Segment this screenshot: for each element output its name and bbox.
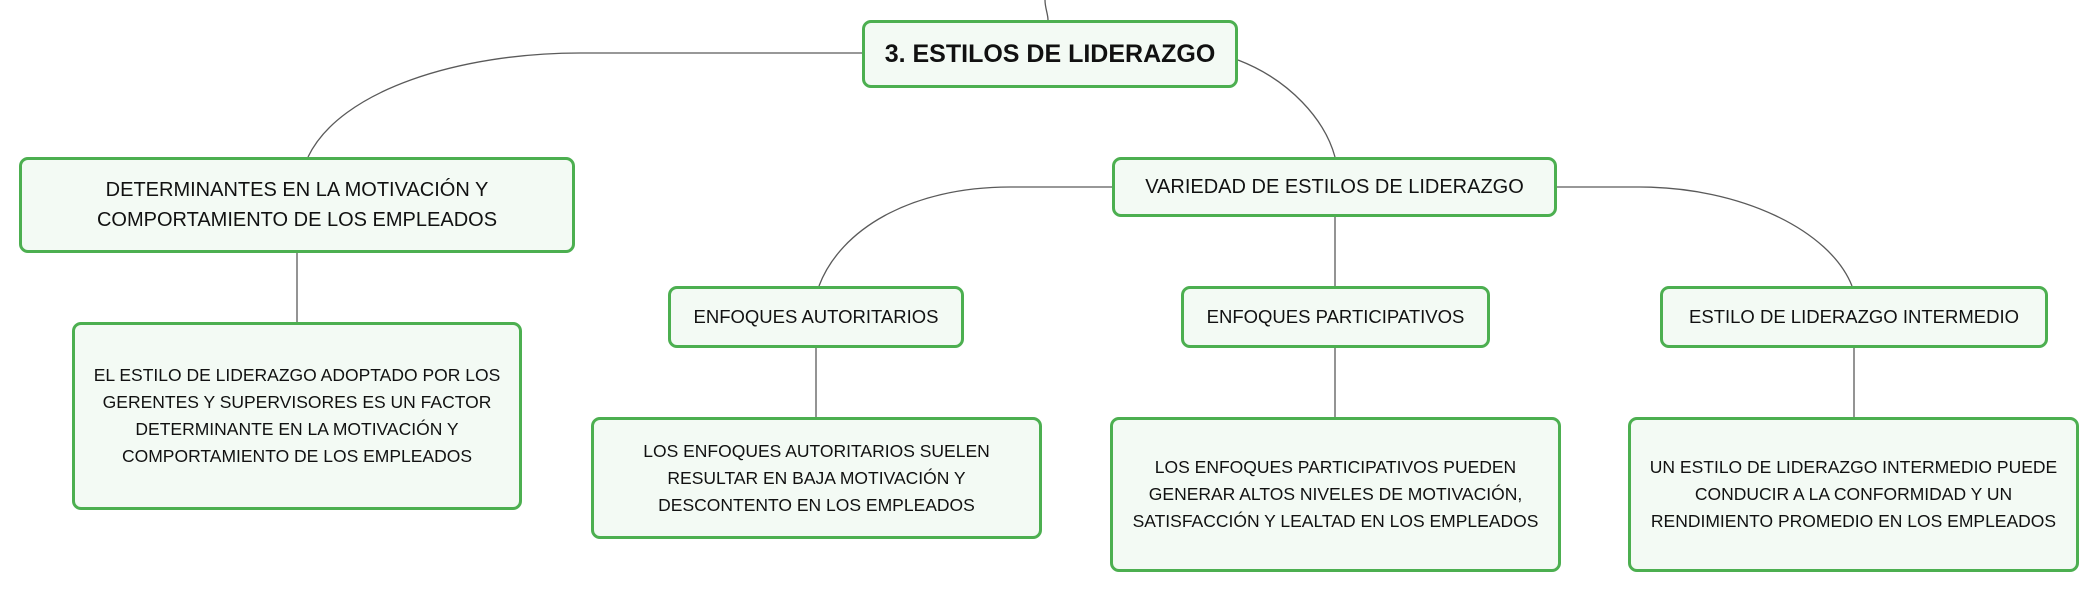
root-node[interactable]: 3. ESTILOS DE LIDERAZGO — [862, 20, 1238, 88]
connector-root-to-determinantes — [307, 52, 862, 158]
node-autoritarios-label: ENFOQUES AUTORITARIOS — [693, 306, 939, 327]
node-determinantes[interactable]: DETERMINANTES EN LA MOTIVACIÓN Y COMPORT… — [19, 157, 575, 253]
node-intermedio-label: ESTILO DE LIDERAZGO INTERMEDIO — [1689, 306, 2019, 327]
node-autoritarios-detail[interactable]: LOS ENFOQUES AUTORITARIOS SUELEN RESULTA… — [591, 417, 1042, 539]
connector-variedad-to-autoritarios — [818, 186, 1112, 287]
connector-root-to-variedad — [1237, 59, 1336, 158]
node-determinantes-label: DETERMINANTES EN LA MOTIVACIÓN Y COMPORT… — [96, 179, 498, 231]
node-determinantes-detail[interactable]: EL ESTILO DE LIDERAZGO ADOPTADO POR LOS … — [72, 322, 522, 510]
connector-parent-to-root — [1044, 0, 1049, 21]
node-intermedio[interactable]: ESTILO DE LIDERAZGO INTERMEDIO — [1660, 286, 2048, 348]
connector-variedad-to-intermedio — [1557, 186, 1853, 287]
node-participativos-detail[interactable]: LOS ENFOQUES PARTICIPATIVOS PUEDEN GENER… — [1110, 417, 1561, 572]
node-autoritarios[interactable]: ENFOQUES AUTORITARIOS — [668, 286, 964, 348]
node-participativos-label: ENFOQUES PARTICIPATIVOS — [1206, 306, 1465, 327]
node-variedad[interactable]: VARIEDAD DE ESTILOS DE LIDERAZGO — [1112, 157, 1557, 217]
node-determinantes-detail-text: EL ESTILO DE LIDERAZGO ADOPTADO POR LOS … — [93, 365, 501, 466]
root-title: 3. ESTILOS DE LIDERAZGO — [884, 39, 1216, 68]
node-intermedio-detail[interactable]: UN ESTILO DE LIDERAZGO INTERMEDIO PUEDE … — [1628, 417, 2079, 572]
node-participativos-detail-text: LOS ENFOQUES PARTICIPATIVOS PUEDEN GENER… — [1132, 457, 1539, 531]
node-participativos[interactable]: ENFOQUES PARTICIPATIVOS — [1181, 286, 1490, 348]
node-autoritarios-detail-text: LOS ENFOQUES AUTORITARIOS SUELEN RESULTA… — [643, 440, 990, 515]
node-intermedio-detail-text: UN ESTILO DE LIDERAZGO INTERMEDIO PUEDE … — [1649, 457, 2058, 531]
node-variedad-label: VARIEDAD DE ESTILOS DE LIDERAZGO — [1145, 176, 1524, 198]
